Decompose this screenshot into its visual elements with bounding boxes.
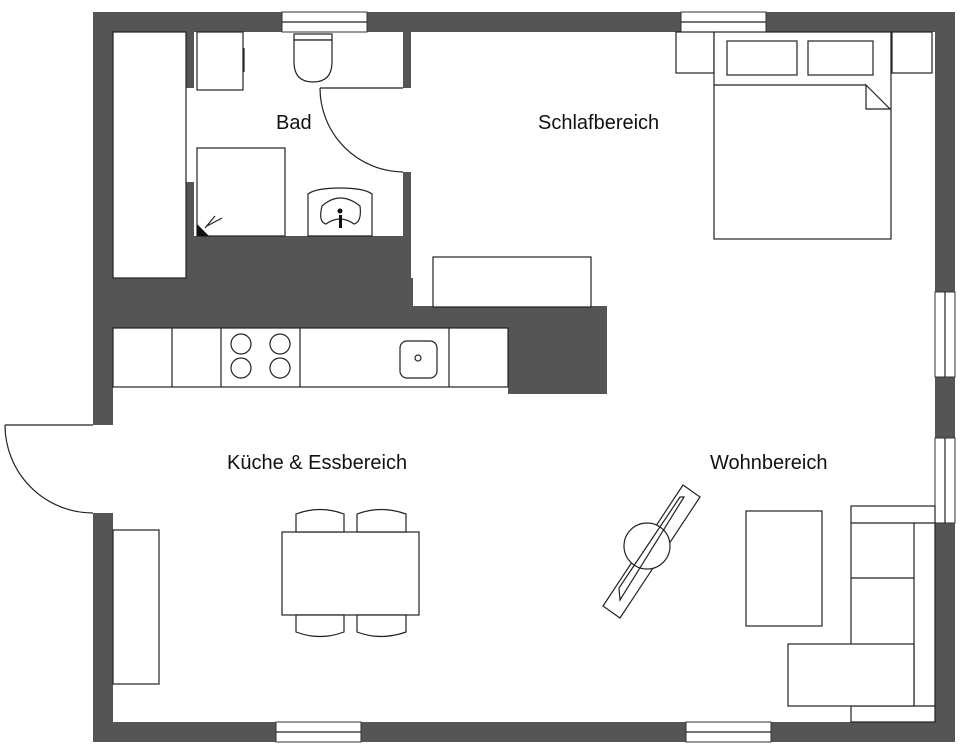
shower-icon bbox=[196, 147, 286, 237]
dining-furniture bbox=[112, 508, 420, 685]
sofa bbox=[787, 505, 936, 723]
window-top-bedroom bbox=[680, 11, 767, 33]
pillow-left bbox=[726, 40, 798, 76]
dining-table bbox=[281, 531, 420, 616]
pillow-right bbox=[807, 40, 874, 76]
wardrobe-left bbox=[112, 31, 187, 279]
window-top-bath bbox=[281, 11, 368, 33]
chair bbox=[295, 614, 345, 638]
sideboard bbox=[112, 529, 160, 685]
interior-walls bbox=[113, 32, 607, 394]
room-label-bathroom: Bad bbox=[276, 112, 312, 134]
windows bbox=[275, 11, 956, 743]
dresser bbox=[432, 256, 592, 308]
living-furniture bbox=[602, 484, 936, 723]
tv-stand-icon bbox=[602, 484, 701, 619]
room-label-living: Wohnbereich bbox=[710, 452, 828, 474]
washing-machine bbox=[196, 31, 244, 91]
chair bbox=[356, 614, 407, 638]
kitchen-sink-icon bbox=[399, 340, 438, 379]
window-bottom-right bbox=[685, 721, 772, 743]
kitchen-counter bbox=[112, 327, 509, 388]
room-label-bedroom: Schlafbereich bbox=[538, 112, 660, 134]
bedroom-furniture bbox=[432, 31, 933, 308]
toilet-icon bbox=[293, 33, 333, 83]
nightstand-right bbox=[891, 31, 933, 74]
sink-icon bbox=[307, 187, 373, 237]
bathroom-fixtures bbox=[112, 31, 373, 279]
window-right-upper bbox=[934, 291, 956, 378]
window-bottom-left bbox=[275, 721, 362, 743]
chair bbox=[295, 508, 345, 533]
chair bbox=[356, 508, 407, 533]
bathroom-door bbox=[319, 87, 404, 173]
room-label-kitchen-dining: Küche & Essbereich bbox=[227, 452, 408, 474]
entrance-door bbox=[4, 424, 94, 514]
nightstand-left bbox=[675, 31, 715, 74]
stove-icon bbox=[230, 333, 291, 379]
window-right-lower bbox=[934, 437, 956, 524]
coffee-table bbox=[745, 510, 823, 627]
